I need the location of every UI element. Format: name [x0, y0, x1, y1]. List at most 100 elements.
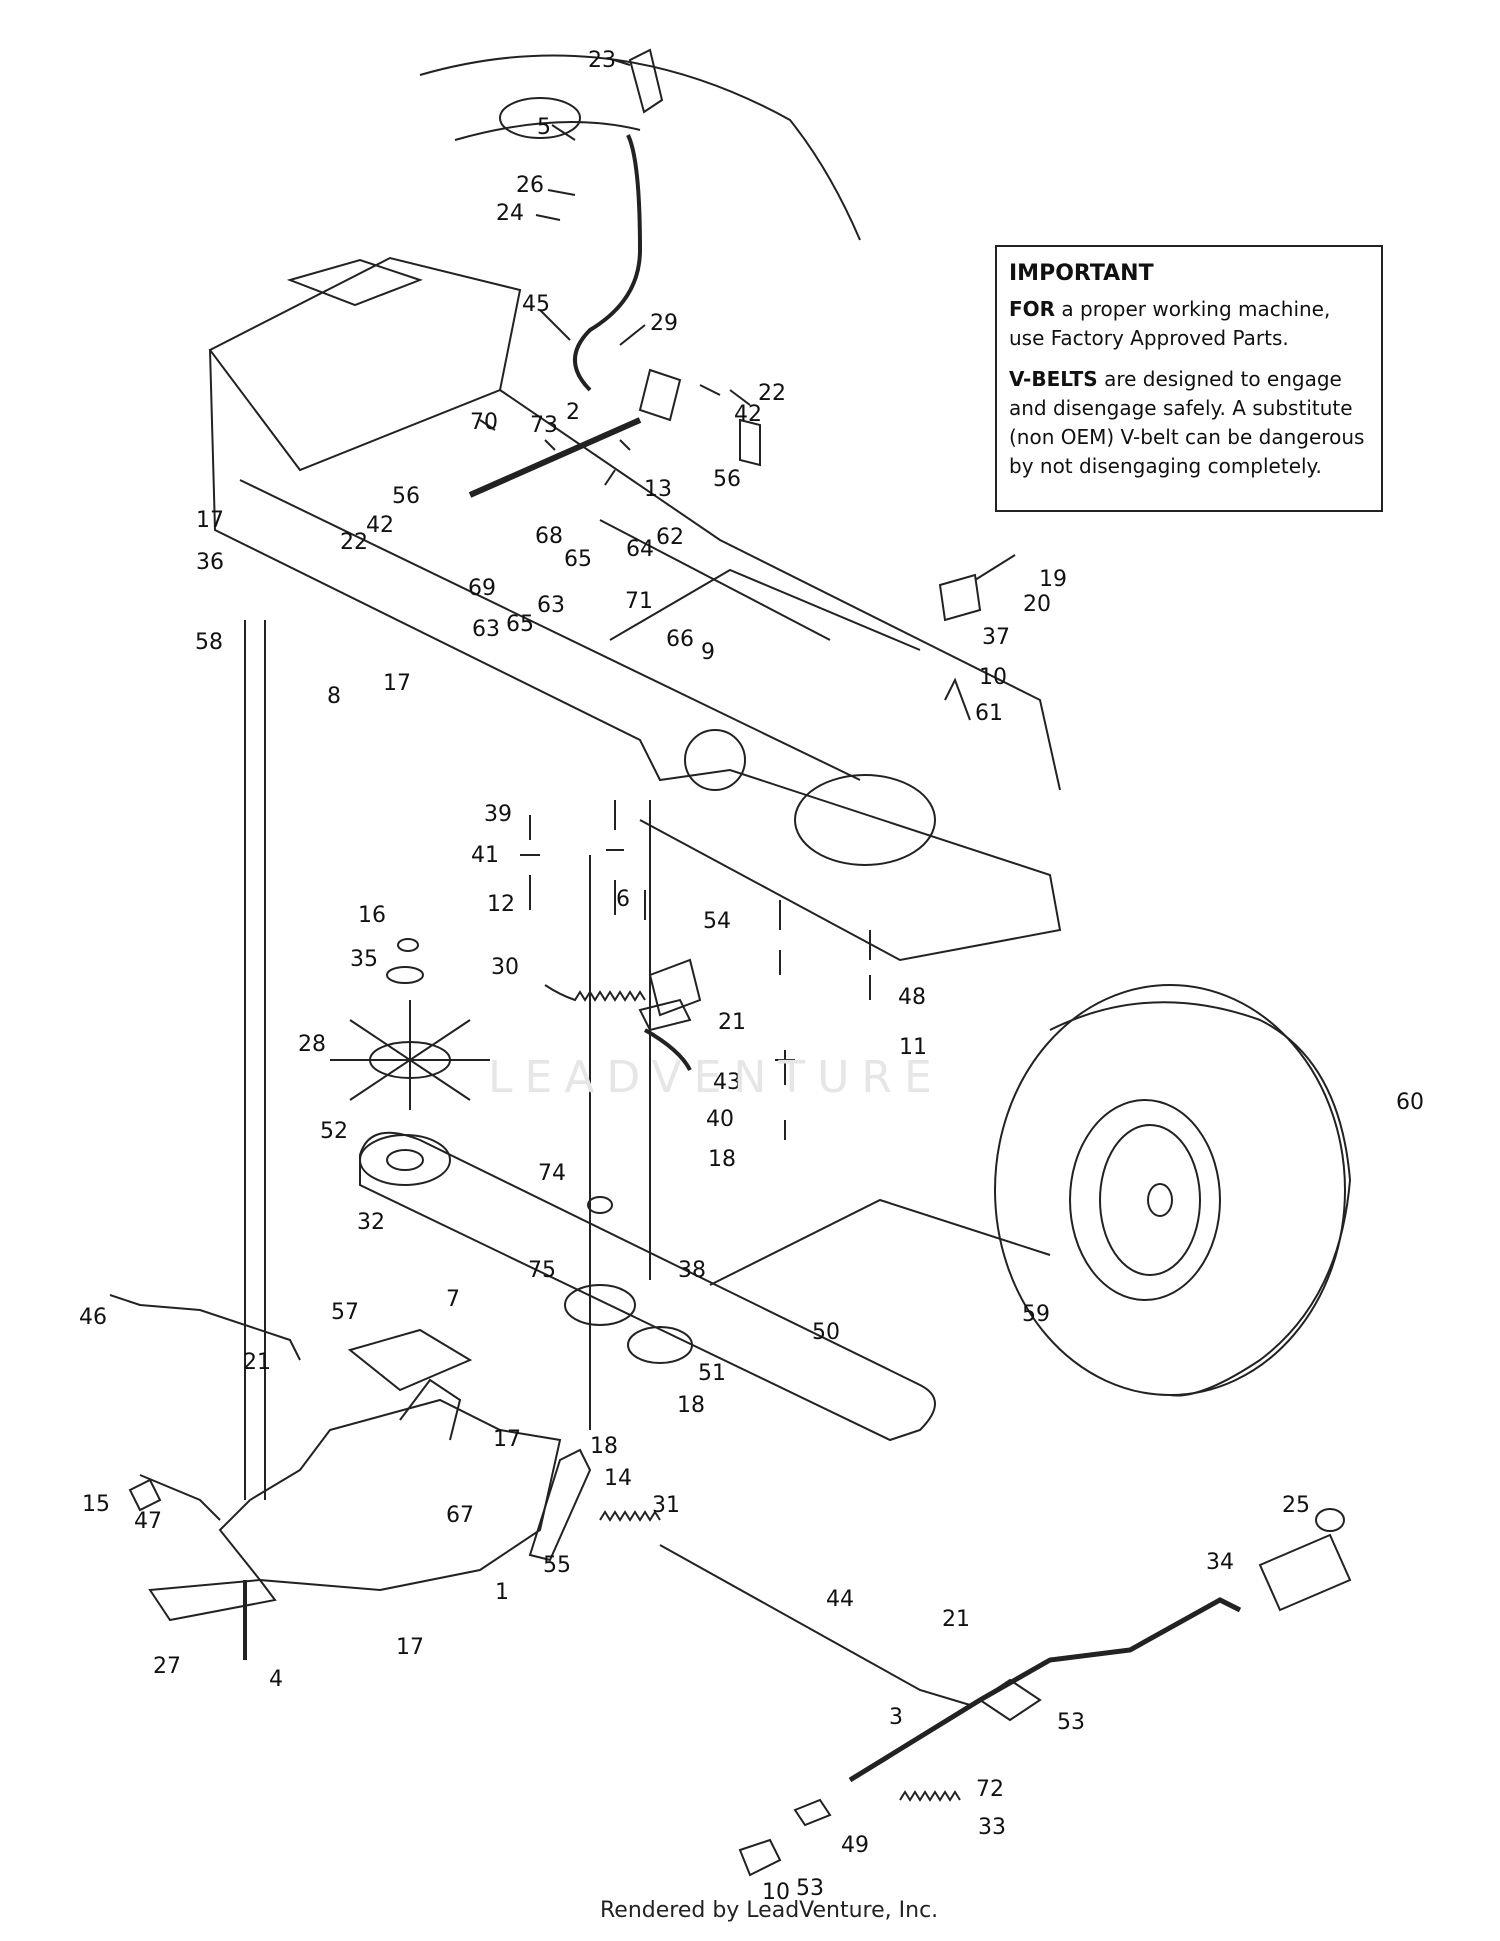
callout: 33 — [978, 1815, 1006, 1840]
callout: 34 — [1206, 1550, 1234, 1575]
callout: 61 — [975, 701, 1003, 726]
pedal-grip — [1258, 1533, 1352, 1612]
rod-46 — [109, 1294, 301, 1361]
notice-p1-bold: FOR — [1009, 297, 1056, 321]
callout: 18 — [590, 1434, 618, 1459]
transaxle — [218, 1398, 562, 1592]
callout: 18 — [708, 1147, 736, 1172]
callout: 40 — [706, 1107, 734, 1132]
callout: 4 — [269, 1667, 283, 1692]
callout: 69 — [468, 576, 496, 601]
pedal-shaft — [848, 1597, 1242, 1783]
callout: 7 — [446, 1287, 460, 1312]
callout: 31 — [652, 1493, 680, 1518]
leader — [709, 1198, 1051, 1286]
callout: 66 — [666, 627, 694, 652]
callout: 23 — [588, 48, 616, 73]
callout: 48 — [898, 985, 926, 1010]
callout: 70 — [470, 410, 498, 435]
callout: 3 — [889, 1705, 903, 1730]
callout: 21 — [942, 1607, 970, 1632]
callout: 41 — [471, 843, 499, 868]
callout: 42 — [366, 513, 394, 538]
callout: 74 — [538, 1161, 566, 1186]
watermark: LEADVENTURE — [488, 1052, 944, 1103]
callout: 64 — [626, 537, 654, 562]
callout: 63 — [472, 617, 500, 642]
callout: 51 — [698, 1361, 726, 1386]
callout: 59 — [1022, 1302, 1050, 1327]
fender-arc — [419, 54, 861, 241]
callout: 13 — [644, 477, 672, 502]
callout: 58 — [195, 630, 223, 655]
callout: 6 — [616, 887, 630, 912]
callout: 56 — [713, 467, 741, 492]
callout: 49 — [841, 1833, 869, 1858]
axle — [148, 1578, 277, 1622]
callout: 21 — [718, 1010, 746, 1035]
callout: 30 — [491, 955, 519, 980]
callout: 17 — [396, 1635, 424, 1660]
callout: 32 — [357, 1210, 385, 1235]
callout: 72 — [976, 1777, 1004, 1802]
shift-lever — [573, 134, 643, 392]
rod-66 — [599, 519, 831, 641]
lever-knob — [628, 48, 664, 114]
callout: 10 — [762, 1880, 790, 1905]
notice-paragraph-1: FOR a proper working machine, use Factor… — [1009, 295, 1369, 353]
callout: 5 — [537, 115, 551, 140]
callout: 10 — [979, 665, 1007, 690]
notice-p2-bold: V-BELTS — [1009, 367, 1098, 391]
callout: 1 — [495, 1580, 509, 1605]
callout: 43 — [713, 1070, 741, 1095]
callout: 35 — [350, 947, 378, 972]
callout: 11 — [899, 1035, 927, 1060]
callout: 50 — [812, 1320, 840, 1345]
notice-heading: IMPORTANT — [1009, 261, 1154, 286]
callout: 8 — [327, 684, 341, 709]
v-belt — [359, 1131, 936, 1442]
callout: 36 — [196, 550, 224, 575]
callout: 71 — [625, 589, 653, 614]
callout: 15 — [82, 1492, 110, 1517]
callout: 60 — [1396, 1090, 1424, 1115]
callout: 68 — [535, 524, 563, 549]
callout: 27 — [153, 1654, 181, 1679]
frame-top — [208, 256, 522, 472]
callout: 47 — [134, 1509, 162, 1534]
callout: 52 — [320, 1119, 348, 1144]
callout: 55 — [543, 1553, 571, 1578]
callout: 38 — [678, 1258, 706, 1283]
callout: 44 — [826, 1587, 854, 1612]
callout: 56 — [392, 484, 420, 509]
callout: 53 — [1057, 1710, 1085, 1735]
callout: 17 — [196, 508, 224, 533]
callout: 54 — [703, 909, 731, 934]
callout: 37 — [982, 625, 1010, 650]
pulley-75 — [564, 1284, 636, 1326]
cable-44 — [659, 1544, 971, 1706]
callout: 62 — [656, 525, 684, 550]
notice-paragraph-2: V-BELTS are designed to engage and disen… — [1009, 365, 1369, 481]
callout: 42 — [734, 402, 762, 427]
callout: 28 — [298, 1032, 326, 1057]
callout: 75 — [528, 1258, 556, 1283]
callout: 63 — [537, 593, 565, 618]
callout: 12 — [487, 892, 515, 917]
callout: 19 — [1039, 567, 1067, 592]
callout: 9 — [701, 640, 715, 665]
callout: 29 — [650, 311, 678, 336]
important-notice-box: IMPORTANT FOR a proper working machine, … — [995, 245, 1383, 512]
callout: 17 — [383, 671, 411, 696]
shaft — [468, 417, 642, 498]
callout: 2 — [566, 400, 580, 425]
callout: 14 — [604, 1466, 632, 1491]
callout: 18 — [677, 1393, 705, 1418]
callout: 26 — [516, 173, 544, 198]
notice-p1-text: a proper working machine, use Factory Ap… — [1009, 297, 1331, 350]
callout: 24 — [496, 201, 524, 226]
callout: 22 — [758, 381, 786, 406]
callout: 45 — [522, 292, 550, 317]
callout: 39 — [484, 802, 512, 827]
